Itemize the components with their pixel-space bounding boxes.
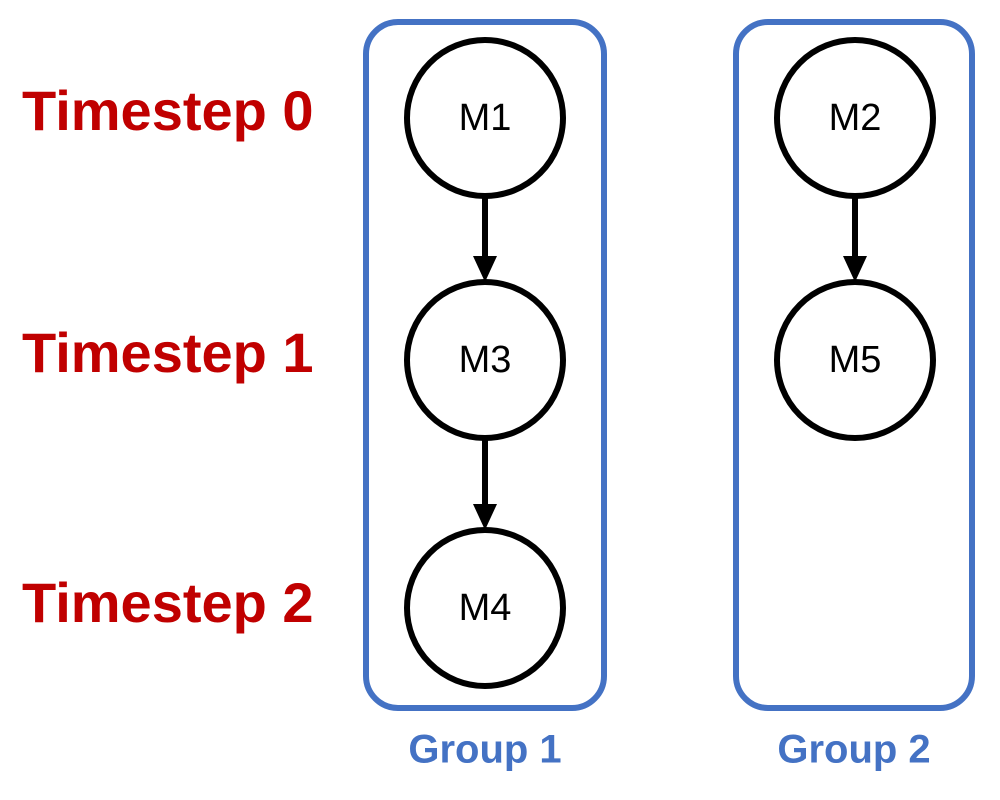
arrowhead-icon bbox=[843, 256, 867, 282]
node-m2: M2 bbox=[774, 37, 936, 199]
timestep-label-2: Timestep 2 bbox=[22, 571, 314, 634]
edges bbox=[473, 196, 867, 530]
node-label: M1 bbox=[459, 97, 512, 139]
node-circle bbox=[774, 279, 936, 441]
group-label-2: Group 2 bbox=[777, 728, 930, 772]
groups: Group 1 Group 2 bbox=[363, 19, 975, 772]
node-m5: M5 bbox=[774, 279, 936, 441]
arrowhead-icon bbox=[473, 504, 497, 530]
node-label: M2 bbox=[829, 97, 882, 139]
node-circle bbox=[404, 279, 566, 441]
node-label: M3 bbox=[459, 339, 512, 381]
group-label-1: Group 1 bbox=[408, 728, 561, 772]
node-label: M4 bbox=[459, 587, 512, 629]
timestep-label-0: Timestep 0 bbox=[22, 79, 314, 142]
node-m4: M4 bbox=[404, 527, 566, 689]
edge-m1-m3 bbox=[473, 196, 497, 282]
timestep-label-1: Timestep 1 bbox=[22, 321, 314, 384]
group-box-2 bbox=[733, 19, 975, 711]
node-m3: M3 bbox=[404, 279, 566, 441]
node-circle bbox=[774, 37, 936, 199]
node-m1: M1 bbox=[404, 37, 566, 199]
arrowhead-icon bbox=[473, 256, 497, 282]
timestep-labels: Timestep 0 Timestep 1 Timestep 2 bbox=[22, 79, 314, 634]
node-circle bbox=[404, 37, 566, 199]
group-box-1 bbox=[363, 19, 607, 711]
node-label: M5 bbox=[829, 339, 882, 381]
node-circle bbox=[404, 527, 566, 689]
edge-m3-m4 bbox=[473, 438, 497, 530]
edge-m2-m5 bbox=[843, 196, 867, 282]
